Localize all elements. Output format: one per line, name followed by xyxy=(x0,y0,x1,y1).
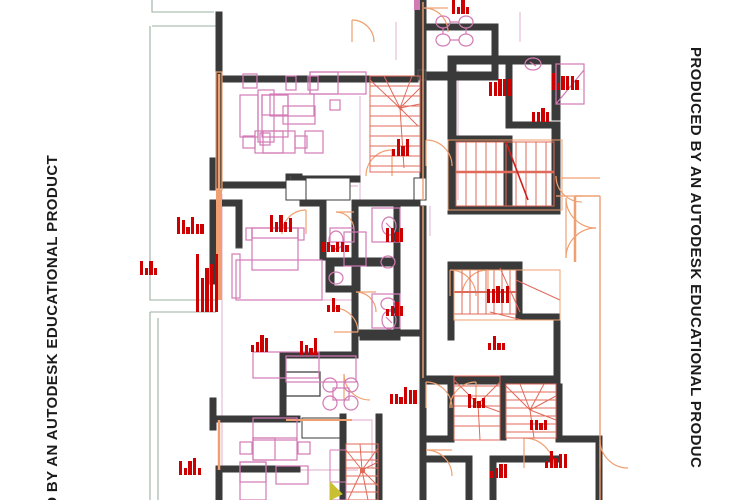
annotation-label xyxy=(392,139,411,156)
annotation-label xyxy=(251,335,270,352)
annotation-label xyxy=(487,286,510,303)
annotation-label xyxy=(532,108,551,122)
annotation-label xyxy=(322,242,350,252)
annotation-label xyxy=(386,228,405,242)
annotation-label xyxy=(386,302,405,316)
annotation-label xyxy=(490,464,509,478)
annotation-label xyxy=(179,458,202,475)
watermark-right: PRODUCED BY AN AUTODESK EDUCATIONAL PROD… xyxy=(684,47,704,500)
annotation-label xyxy=(488,336,507,350)
annotation-label xyxy=(468,394,487,408)
annotation-label xyxy=(177,217,205,234)
annotation-label xyxy=(530,420,549,430)
annotation-label xyxy=(552,73,580,90)
annotation-label xyxy=(140,261,159,275)
annotation-label xyxy=(196,254,219,312)
annotation-label xyxy=(452,0,471,14)
annotation-label xyxy=(545,451,568,468)
annotation-label xyxy=(489,79,512,96)
annotation-label xyxy=(300,338,319,355)
annotation-label xyxy=(390,387,418,404)
annotation-label xyxy=(270,215,293,232)
watermark-left: DUCED BY AN AUTODESK EDUCATIONAL PRODUCT xyxy=(44,52,64,500)
annotation-label xyxy=(327,298,341,312)
